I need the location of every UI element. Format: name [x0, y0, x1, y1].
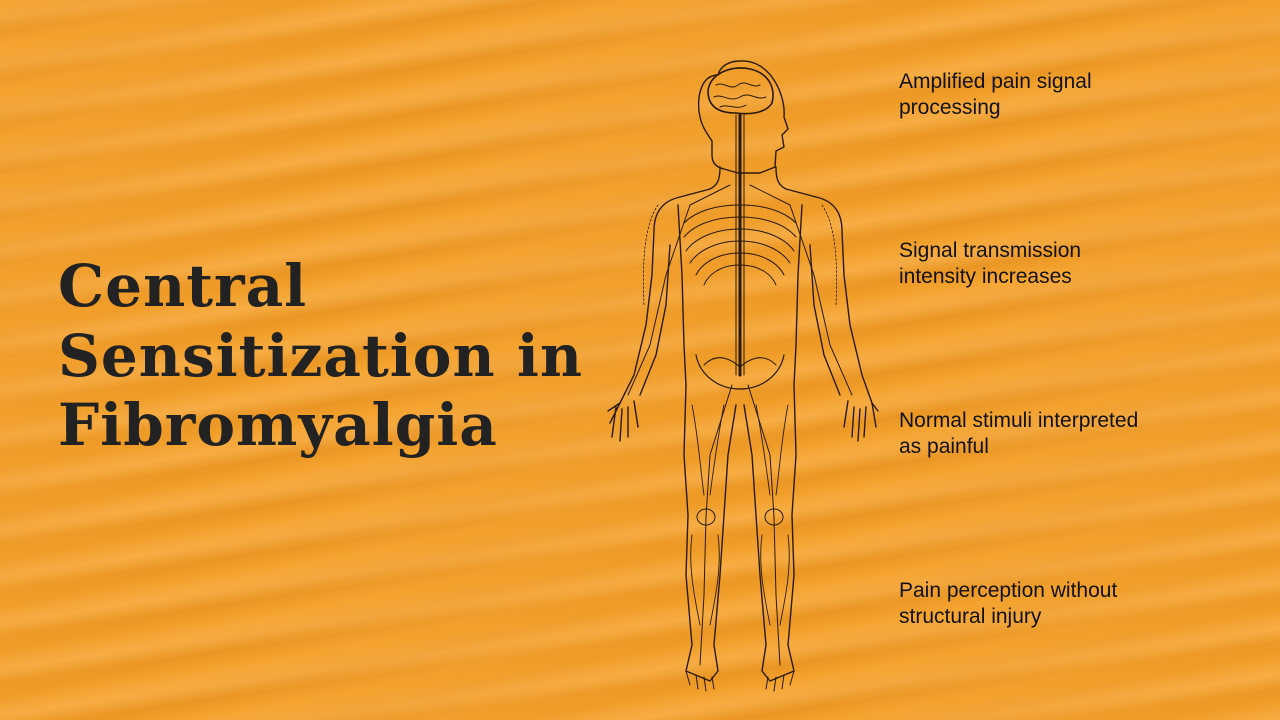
human-nervous-system-icon [600, 55, 880, 705]
slide-title: Central Sensitization in Fibromyalgia [58, 252, 618, 461]
title-line-2: Sensitization in [58, 321, 584, 390]
point-normal-stimuli: Normal stimuli interpreted as painful [899, 409, 1139, 458]
title-line-3: Fibromyalgia [58, 391, 498, 460]
point-signal-transmission: Signal transmission intensity increases [899, 239, 1082, 288]
point-amplified-pain: Amplified pain signal processing [899, 70, 1092, 119]
point-pain-perception: Pain perception without structural injur… [899, 579, 1118, 628]
title-line-1: Central [58, 252, 308, 320]
